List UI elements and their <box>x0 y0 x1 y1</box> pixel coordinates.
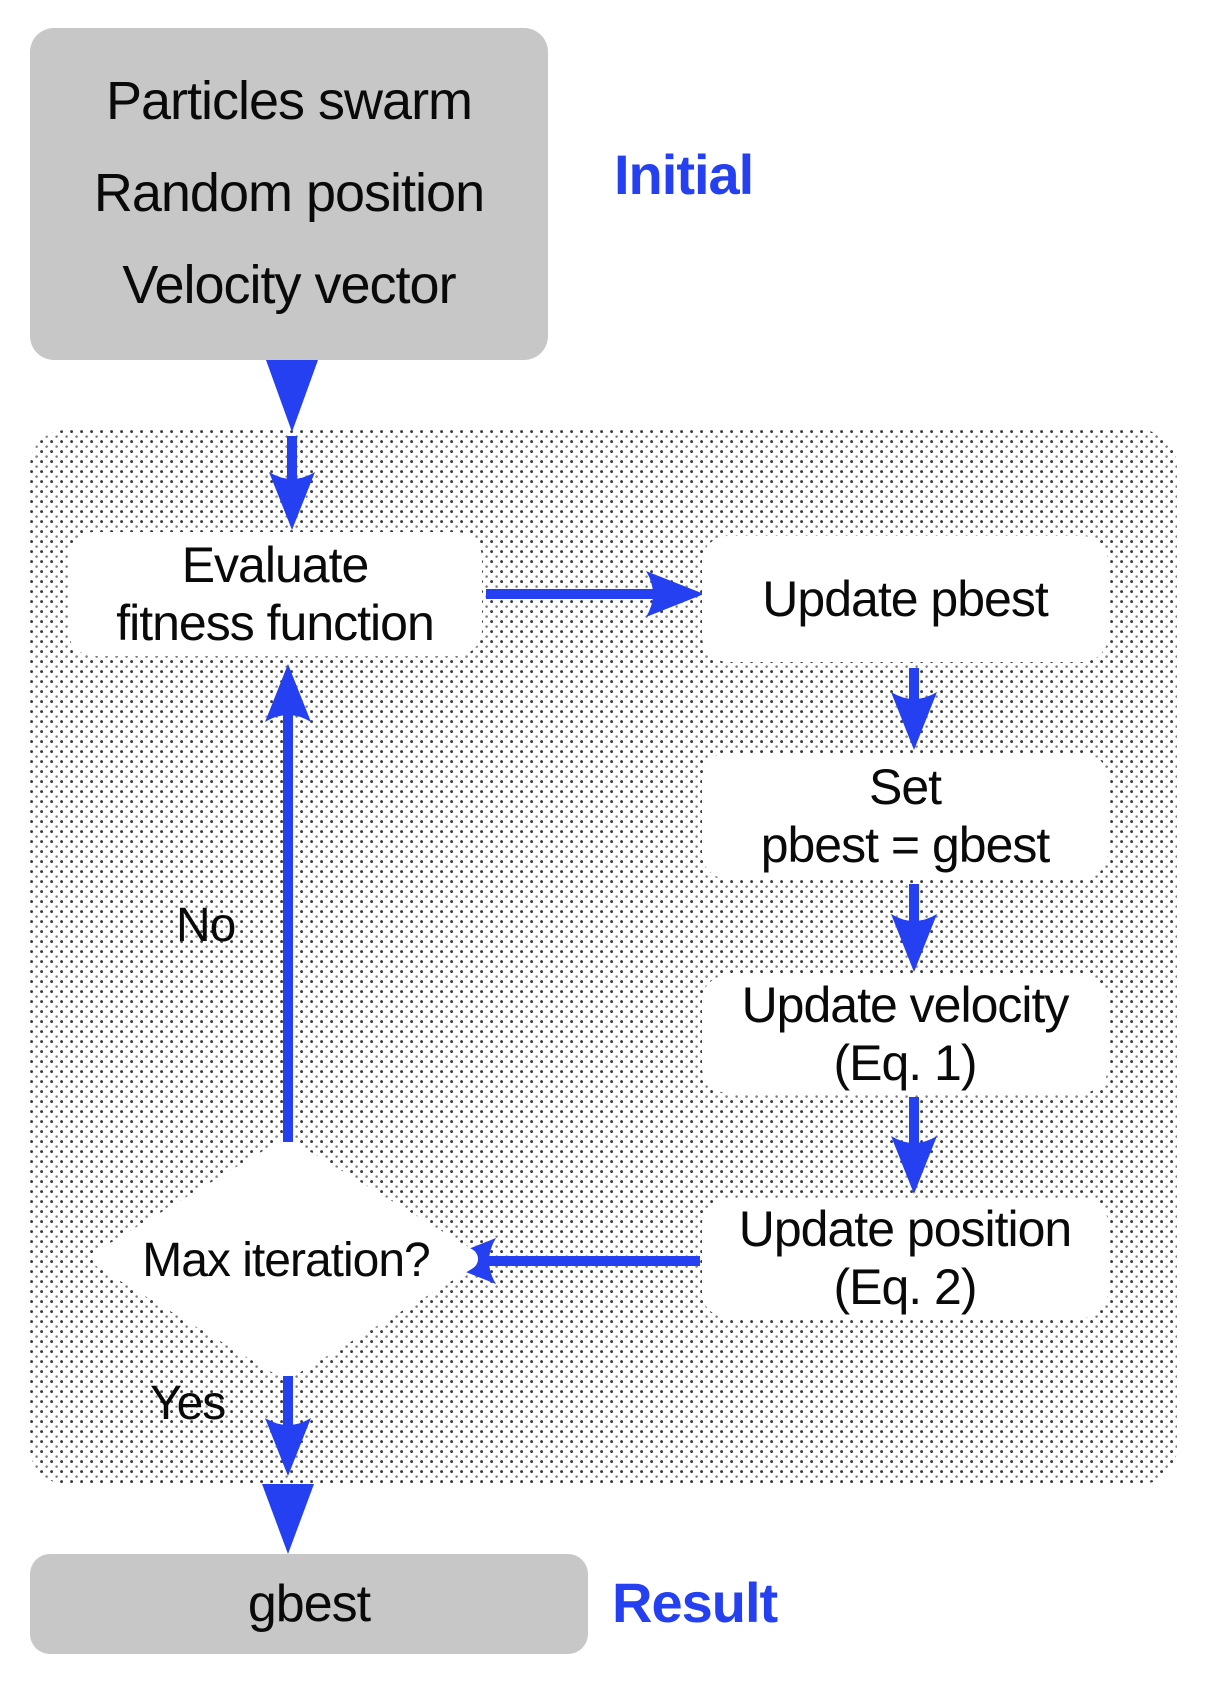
arrow-initial-to-evaluate <box>269 436 315 530</box>
update-position-line-1: Update position <box>738 1201 1072 1257</box>
initial-box-line-1: Particles swarm <box>105 71 473 132</box>
result-badge-label: Result <box>612 1571 778 1634</box>
arrow-set-to-update-velocity <box>891 884 937 972</box>
evaluate-line-2: fitness function <box>116 595 435 651</box>
update-velocity-line-1: Update velocity <box>741 977 1070 1033</box>
decision-diamond <box>94 1139 478 1379</box>
evaluate-fitness-node: Evaluate fitness function <box>68 532 482 656</box>
update-position-node: Update position (Eq. 2) <box>702 1198 1108 1318</box>
result-terminal-box: gbest <box>30 1554 588 1654</box>
update-pbest-line-1: Update pbest <box>762 571 1048 627</box>
arrow-no-decision-to-evaluate <box>265 664 311 1142</box>
yes-branch-label: Yes <box>150 1377 226 1430</box>
initial-badge-label: Initial <box>614 143 754 206</box>
update-position-line-2: (Eq. 2) <box>833 1259 977 1315</box>
arrow-update-pbest-to-set <box>891 668 937 750</box>
initial-box-line-2: Random position <box>93 163 485 224</box>
update-velocity-line-2: (Eq. 1) <box>833 1035 977 1091</box>
set-gbest-line-2: pbest = gbest <box>760 817 1051 873</box>
update-pbest-node: Update pbest <box>702 536 1108 662</box>
update-velocity-node: Update velocity (Eq. 1) <box>702 975 1108 1093</box>
initial-terminal-box: Particles swarm Random position Velocity… <box>30 28 548 360</box>
set-gbest-line-1: Set <box>868 759 942 815</box>
arrow-update-velocity-to-update-position <box>891 1097 937 1194</box>
set-gbest-node: Set pbest = gbest <box>702 753 1108 879</box>
entry-triangle-arrow <box>266 360 318 432</box>
exit-triangle-arrow <box>262 1484 314 1554</box>
decision-label: Max iteration? <box>142 1233 430 1287</box>
arrow-evaluate-to-update-pbest <box>486 571 704 617</box>
initial-box-line-3: Velocity vector <box>122 254 456 315</box>
evaluate-line-1: Evaluate <box>181 537 370 593</box>
gbest-label: gbest <box>247 1574 371 1633</box>
no-branch-label: No <box>176 899 236 952</box>
arrow-yes-decision-to-exit <box>265 1376 311 1476</box>
